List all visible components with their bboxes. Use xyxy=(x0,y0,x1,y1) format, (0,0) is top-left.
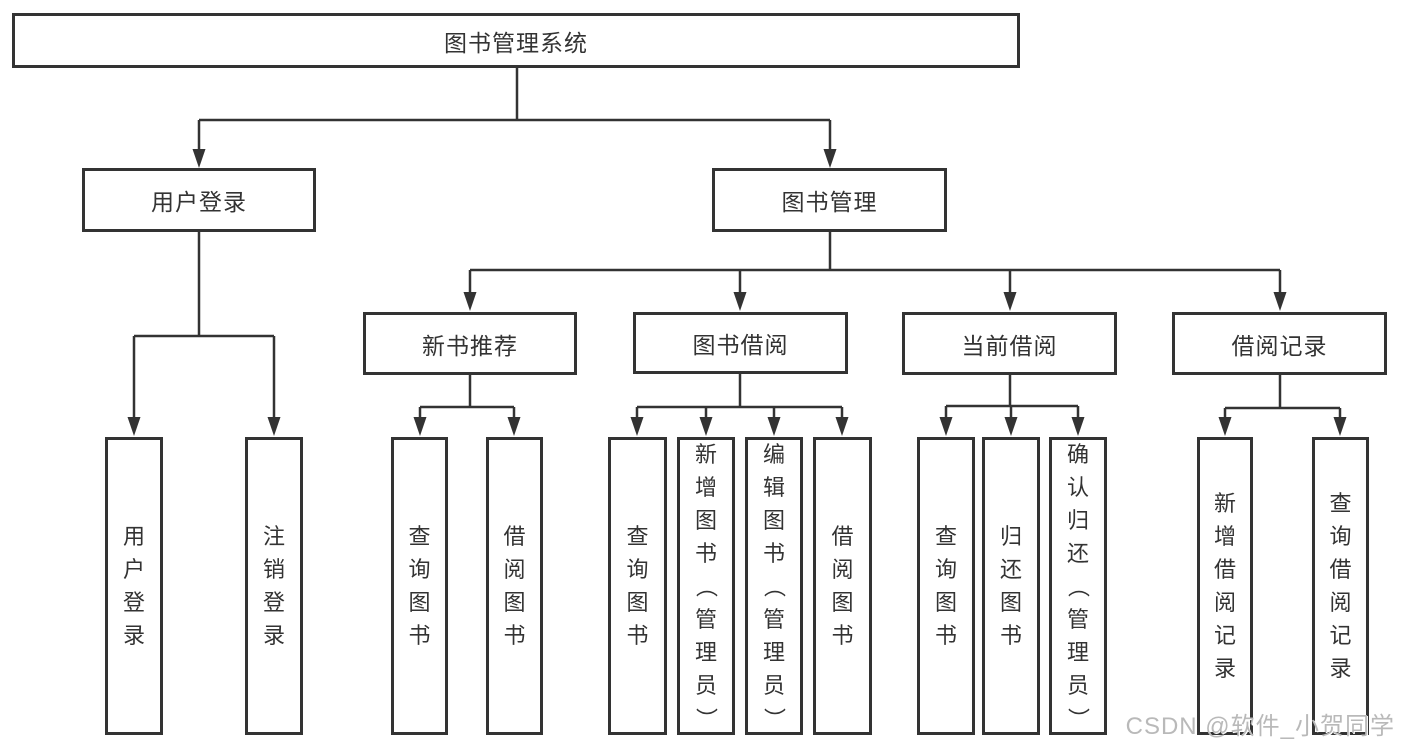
leaf-return-books: 归还图书 xyxy=(982,437,1040,735)
node-user-login: 用户登录 xyxy=(82,168,316,232)
leaf-add-books-admin-label: 新增图书（管理员） xyxy=(693,441,719,730)
leaf-borrow-books-label: 借阅图书 xyxy=(831,524,854,648)
leaf-edit-books-admin: 编辑图书（管理员） xyxy=(745,437,803,735)
leaf-confirm-return-admin: 确认归还（管理员） xyxy=(1049,437,1107,735)
leaf-borrow-query-books-label: 查询图书 xyxy=(626,524,649,648)
node-current-borrow: 当前借阅 xyxy=(902,312,1117,375)
leaf-add-borrow-record-label: 新增借阅记录 xyxy=(1213,491,1236,681)
leaf-current-query-books-label: 查询图书 xyxy=(934,524,957,648)
node-borrow-records: 借阅记录 xyxy=(1172,312,1387,375)
leaf-confirm-return-admin-label: 确认归还（管理员） xyxy=(1065,441,1091,730)
leaf-borrow-query-books: 查询图书 xyxy=(608,437,667,735)
node-new-book-recommend: 新书推荐 xyxy=(363,312,577,375)
leaf-query-borrow-record: 查询借阅记录 xyxy=(1312,437,1369,735)
leaf-recommend-query-books-label: 查询图书 xyxy=(408,524,431,648)
arrowheads xyxy=(127,149,1347,436)
leaf-recommend-borrow-books: 借阅图书 xyxy=(486,437,543,735)
leaf-user-login: 用户登录 xyxy=(105,437,163,735)
node-book-management-label: 图书管理 xyxy=(781,189,878,215)
node-user-login-label: 用户登录 xyxy=(151,189,247,215)
node-new-book-recommend-label: 新书推荐 xyxy=(422,332,518,359)
leaf-recommend-borrow-books-label: 借阅图书 xyxy=(503,524,526,648)
leaf-logout-label: 注销登录 xyxy=(262,524,285,648)
leaf-recommend-query-books: 查询图书 xyxy=(391,437,448,735)
leaf-current-query-books: 查询图书 xyxy=(917,437,975,735)
connector-paths xyxy=(132,68,1342,417)
leaf-query-borrow-record-label: 查询借阅记录 xyxy=(1329,491,1352,681)
leaf-add-borrow-record: 新增借阅记录 xyxy=(1197,437,1253,735)
leaf-add-books-admin: 新增图书（管理员） xyxy=(677,437,735,735)
leaf-logout: 注销登录 xyxy=(245,437,303,735)
node-current-borrow-label: 当前借阅 xyxy=(961,332,1058,359)
node-book-borrow: 图书借阅 xyxy=(633,312,848,374)
leaf-user-login-label: 用户登录 xyxy=(122,524,145,648)
node-root-label: 图书管理系统 xyxy=(444,29,588,56)
leaf-borrow-books: 借阅图书 xyxy=(813,437,872,735)
node-root: 图书管理系统 xyxy=(12,13,1020,68)
leaf-return-books-label: 归还图书 xyxy=(999,524,1022,648)
leaf-edit-books-admin-label: 编辑图书（管理员） xyxy=(761,441,787,730)
node-borrow-records-label: 借阅记录 xyxy=(1231,332,1328,359)
node-book-management: 图书管理 xyxy=(712,168,947,232)
node-book-borrow-label: 图书借阅 xyxy=(692,332,789,358)
